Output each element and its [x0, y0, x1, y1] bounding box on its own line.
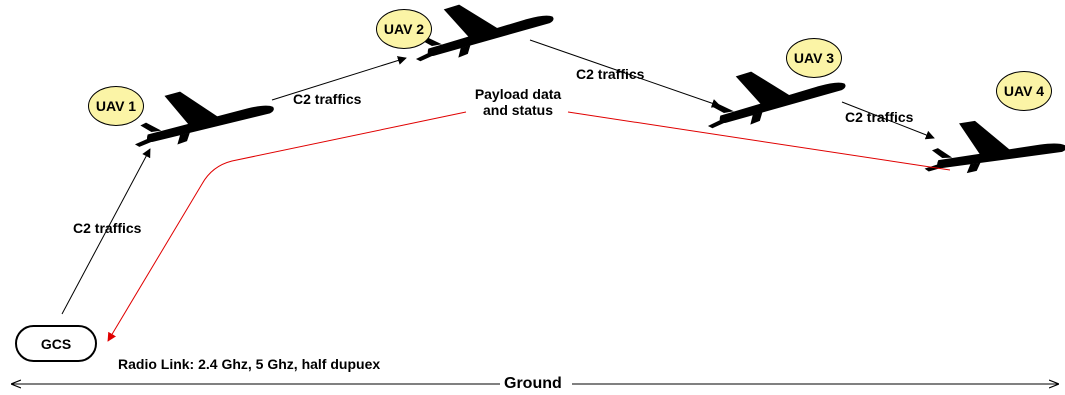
c2-label-uav1-uav2: C2 traffics	[293, 91, 362, 107]
c2-label-uav3-uav4: C2 traffics	[845, 109, 914, 125]
payload-label-line2: and status	[482, 102, 553, 118]
uav2-badge: UAV 2	[376, 9, 432, 49]
uav4-label: UAV 4	[1003, 83, 1045, 99]
c2-link-gcs-uav1	[61, 148, 151, 315]
payload-label-line1: Payload data	[474, 86, 562, 102]
uav1-label: UAV 1	[95, 98, 137, 114]
radio-link-label: Radio Link: 2.4 Ghz, 5 Ghz, half dupuex	[118, 356, 381, 372]
c2-link-uav3-uav4	[841, 101, 935, 140]
uav3-label: UAV 3	[793, 50, 835, 66]
gcs-label: GCS	[40, 335, 72, 352]
airplane-icon	[128, 79, 277, 151]
c2-label-gcs-uav1: C2 traffics	[73, 220, 142, 236]
uav2-label: UAV 2	[383, 21, 425, 37]
airplane-icon	[922, 117, 1065, 175]
c2-link-uav1-uav2	[271, 56, 407, 101]
uav3-badge: UAV 3	[786, 38, 842, 78]
uav1-badge: UAV 1	[88, 86, 144, 126]
gcs-node: GCS	[15, 325, 97, 362]
ground-label: Ground	[504, 375, 562, 392]
payload-link	[108, 111, 951, 341]
c2-label-uav2-uav3: C2 traffics	[576, 66, 645, 82]
c2-link-uav2-uav3	[529, 39, 721, 108]
payload-label: Payload data and status	[466, 86, 570, 118]
uav4-badge: UAV 4	[996, 71, 1052, 111]
